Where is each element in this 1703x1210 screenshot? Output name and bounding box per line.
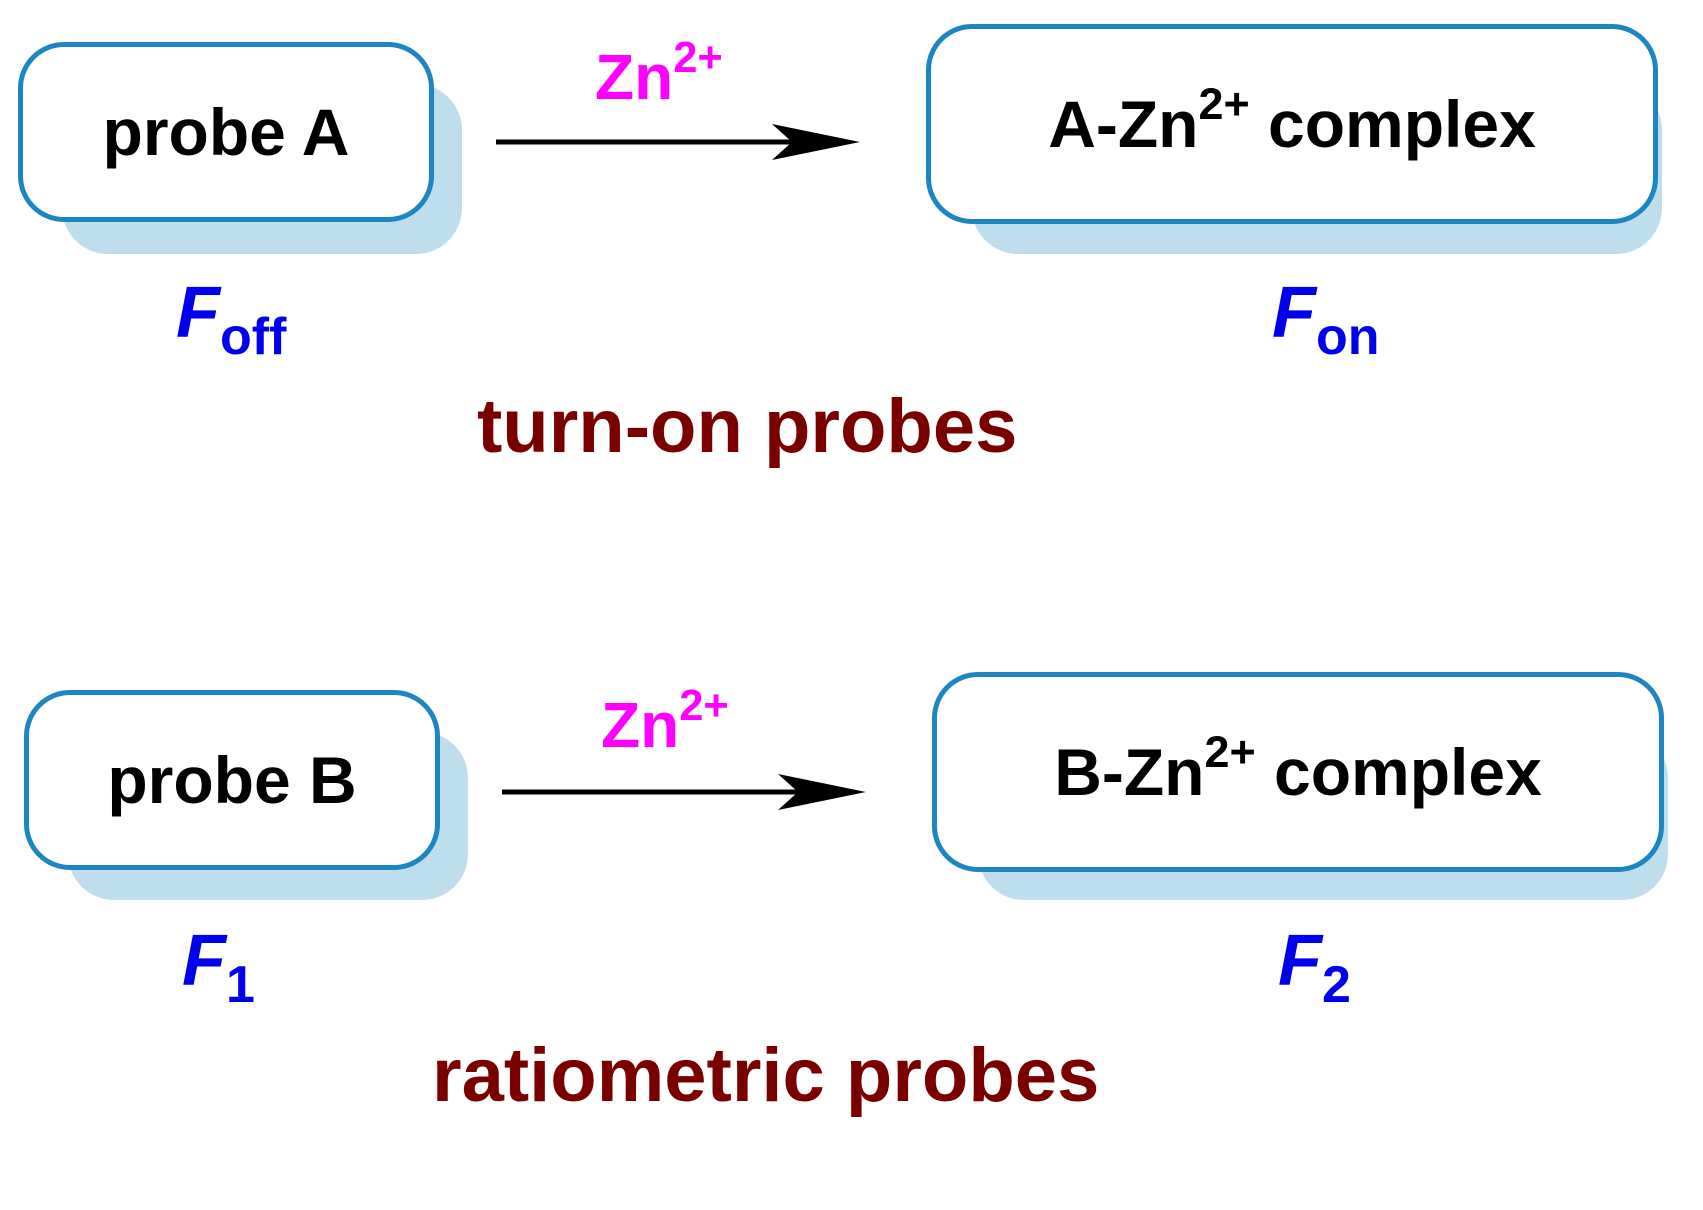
product-signal-label: Fon	[1272, 272, 1380, 366]
signal-symbol: F	[176, 273, 220, 353]
product-suffix: complex	[1255, 735, 1542, 809]
product-prefix: B-Zn	[1054, 735, 1205, 809]
product-label: B-Zn2+ complex	[1054, 726, 1542, 810]
scheme-caption: turn-on probes	[477, 384, 1018, 469]
product-charge: 2+	[1204, 726, 1256, 778]
reagent-charge: 2+	[679, 682, 729, 731]
reactant-box: probe A	[18, 42, 434, 222]
reaction-arrow	[496, 124, 860, 160]
reagent-label: Zn2+	[601, 682, 729, 762]
ratiometric-scheme: probe B Zn2+ B-Zn2+ complex F1 F2 ratiom…	[0, 650, 1703, 1210]
reagent-base: Zn	[595, 41, 674, 113]
reagent-charge: 2+	[673, 34, 723, 83]
product-prefix: A-Zn	[1048, 87, 1199, 161]
product-label: A-Zn2+ complex	[1048, 78, 1536, 162]
signal-symbol: F	[1272, 273, 1316, 353]
signal-subscript: off	[219, 307, 287, 366]
product-charge: 2+	[1198, 78, 1250, 130]
reagent-label: Zn2+	[595, 34, 723, 114]
turn-on-scheme: probe A Zn2+ A-Zn2+ complex Foff Fon tur…	[0, 0, 1703, 560]
arrow-head	[778, 774, 866, 810]
reactant-box: probe B	[24, 690, 440, 870]
signal-symbol: F	[182, 921, 226, 1001]
scheme-caption: ratiometric probes	[432, 1033, 1100, 1118]
reactant-label: probe B	[107, 743, 357, 817]
product-signal-label: F2	[1278, 920, 1351, 1014]
signal-subscript: 1	[225, 955, 255, 1014]
signal-symbol: F	[1278, 921, 1322, 1001]
product-suffix: complex	[1249, 87, 1536, 161]
product-box: B-Zn2+ complex	[932, 672, 1664, 872]
reactant-label: probe A	[102, 95, 350, 169]
product-box: A-Zn2+ complex	[926, 24, 1658, 224]
reagent-base: Zn	[601, 689, 680, 761]
reactant-signal-label: F1	[182, 920, 255, 1014]
arrow-head	[772, 124, 860, 160]
reaction-arrow	[502, 774, 866, 810]
signal-subscript: 2	[1321, 955, 1351, 1014]
signal-subscript: on	[1315, 307, 1380, 366]
reactant-signal-label: Foff	[176, 272, 286, 366]
